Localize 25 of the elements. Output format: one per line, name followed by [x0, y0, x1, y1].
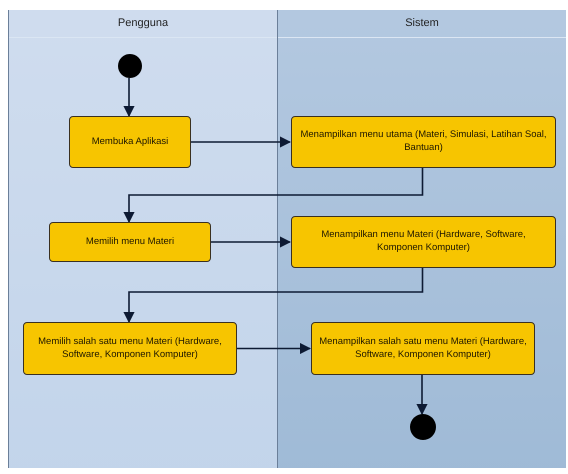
action-label: Menampilkan menu utama (Materi, Simulasi, Latihan Soal, Bantuan)	[299, 129, 548, 155]
arrow	[190, 136, 292, 148]
action-box	[23, 322, 237, 375]
arrow	[123, 268, 424, 324]
action-label: Memilih menu Materi	[86, 236, 174, 248]
swimlane	[277, 10, 566, 468]
swimlane	[8, 10, 277, 468]
action-box	[291, 116, 556, 168]
circle-node	[118, 54, 142, 78]
action-box	[291, 216, 556, 268]
action-label: Menampilkan menu Materi (Hardware, Software, Komponen Komputer)	[320, 229, 527, 255]
action-box	[69, 116, 191, 168]
action-box	[49, 222, 211, 262]
arrow	[236, 342, 312, 354]
arrow	[416, 375, 428, 416]
action-box	[311, 322, 535, 375]
action-label: Membuka Aplikasi	[92, 136, 168, 148]
arrow	[123, 168, 424, 224]
lane-title: Sistem	[405, 17, 439, 29]
arrow	[123, 78, 135, 118]
action-label: Memilih salah satu menu Materi (Hardware, Software, Komponen Komputer)	[37, 336, 223, 362]
circle-node	[410, 414, 436, 440]
action-label: Menampilkan salah satu menu Materi (Hardware, Software, Komponen Komputer)	[318, 336, 528, 362]
lane-title: Pengguna	[118, 17, 168, 29]
arrow	[210, 236, 292, 248]
